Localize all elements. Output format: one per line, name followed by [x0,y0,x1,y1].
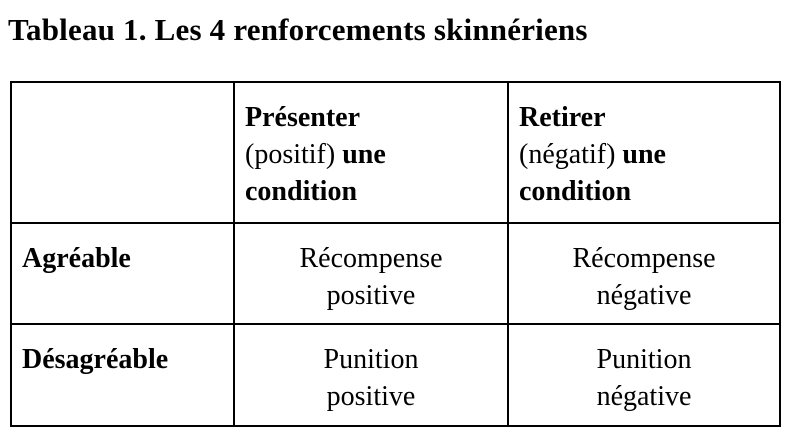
cell-line: négative [596,280,692,311]
cell-line: positive [326,381,416,412]
cell-line: négative [596,381,692,412]
row-desagreable: Désagréable Punition positive Punition n… [10,323,781,427]
cell-punition-negative: Punition négative [507,323,781,427]
header-qualifier-line-retirer: (négatif) une [519,136,769,173]
header-qualifier-negatif: (négatif) [519,139,616,170]
cell-line: Punition [596,344,692,375]
header-condition-presenter: condition [245,176,358,207]
row-label-desagreable: Désagréable [10,323,235,427]
cell-punition-positive: Punition positive [233,323,509,427]
cell-recompense-negative: Récompense négative [507,222,781,325]
header-action-retirer: Retirer [519,102,606,133]
cell-line: Récompense [572,243,716,274]
column-header-retirer: Retirer (négatif) une condition [507,81,781,224]
header-row: Présenter (positif) une condition Retire… [10,81,781,224]
header-qualifier-positif: (positif) [245,139,336,170]
corner-cell [10,81,235,224]
reinforcement-table: Présenter (positif) une condition Retire… [10,81,781,427]
header-une-presenter: une [342,139,386,170]
cell-line: Punition [323,344,419,375]
cell-recompense-positive: Récompense positive [233,222,509,325]
table-caption: Tableau 1. Les 4 renforcements skinnérie… [8,12,588,47]
row-label-agreable: Agréable [10,222,235,325]
column-header-presenter: Présenter (positif) une condition [233,81,509,224]
header-condition-retirer: condition [519,176,632,207]
header-une-retirer: une [622,139,666,170]
header-qualifier-line-presenter: (positif) une [245,136,497,173]
cell-line: positive [326,280,416,311]
header-action-presenter: Présenter [245,102,361,133]
row-agreable: Agréable Récompense positive Récompense … [10,222,781,325]
cell-line: Récompense [299,243,443,274]
